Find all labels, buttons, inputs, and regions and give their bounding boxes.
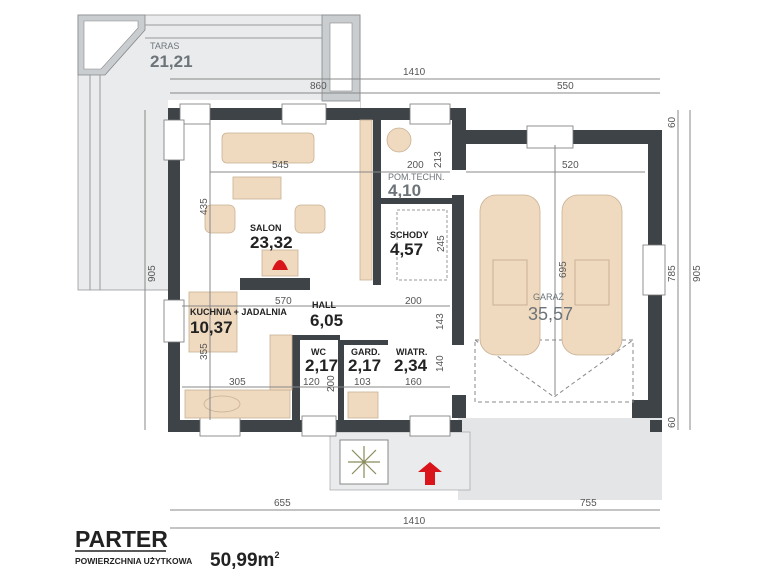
window <box>526 125 574 149</box>
room-area-taras: 21,21 <box>150 52 193 71</box>
window <box>163 119 185 161</box>
dim-pom-width: 200 <box>407 160 424 171</box>
dimension-lines <box>144 78 691 529</box>
dim-top-total: 1410 <box>403 67 426 78</box>
plan-title: PARTER <box>75 526 168 552</box>
dimension-labels: 1410 860 550 545 200 213 435 245 520 695… <box>147 67 703 527</box>
area-value: 50,99m2 <box>210 550 279 571</box>
dim-top-left: 860 <box>310 81 327 92</box>
dim-wc-depth: 200 <box>326 375 337 392</box>
window <box>642 244 666 296</box>
room-name-garaz: GARAŻ <box>533 292 565 302</box>
dim-bottom-right: 755 <box>580 498 597 509</box>
dim-top-right: 550 <box>557 81 574 92</box>
window <box>281 103 327 125</box>
dim-kitchen-depth: 355 <box>199 343 210 360</box>
dim-garage-width: 520 <box>562 160 579 171</box>
driveway <box>458 418 662 500</box>
dim-pom-depth: 213 <box>433 151 444 168</box>
dim-right-top: 60 <box>667 116 678 128</box>
room-area-salon: 23,32 <box>250 233 293 252</box>
furniture <box>184 119 634 419</box>
dim-wiatr-depth: 140 <box>435 355 446 372</box>
room-area-wiatr: 2,34 <box>394 356 428 375</box>
window <box>179 103 211 125</box>
window <box>301 415 337 437</box>
room-name-taras: TARAS <box>150 41 179 51</box>
room-area-pom-techn: 4,10 <box>388 181 421 200</box>
room-name-wc: WC <box>311 347 326 357</box>
car-icon <box>561 194 623 356</box>
room-name-schody: SCHODY <box>390 230 429 240</box>
dim-hall-left: 570 <box>275 296 292 307</box>
area-label: POWIERZCHNIA UŻYTKOWA <box>75 556 192 566</box>
dim-hall-depth: 143 <box>435 313 446 330</box>
room-area-wc: 2,17 <box>305 356 338 375</box>
room-area-schody: 4,57 <box>390 240 423 259</box>
dim-gard-width: 103 <box>354 377 371 388</box>
window <box>199 415 241 437</box>
window <box>409 103 451 125</box>
dim-bottom-total: 1410 <box>403 516 426 527</box>
dim-left-total: 905 <box>147 265 158 282</box>
room-area-gard: 2,17 <box>348 356 381 375</box>
room-area-garaz: 35,57 <box>528 304 573 324</box>
window <box>409 415 451 437</box>
dim-salon-depth: 435 <box>199 198 210 215</box>
dim-kitchen-width: 305 <box>229 377 246 388</box>
room-area-kuchnia: 10,37 <box>190 318 233 337</box>
room-name-salon: SALON <box>250 223 282 233</box>
room-area-hall: 6,05 <box>310 311 343 330</box>
dim-salon-width: 545 <box>272 160 289 171</box>
dim-bottom-left: 655 <box>274 498 291 509</box>
dim-right-mid: 785 <box>667 265 678 282</box>
dim-stairs-depth: 245 <box>436 235 447 252</box>
dim-hall-right: 200 <box>405 296 422 307</box>
dim-right-bottom: 60 <box>667 416 678 428</box>
entrance-arrow-icon <box>418 462 442 485</box>
car-icon <box>479 194 541 356</box>
window <box>163 299 185 343</box>
room-name-pom-techn: POM.TECHN. <box>388 172 445 182</box>
room-name-wiatr: WIATR. <box>396 347 427 357</box>
dim-wiatr-width: 160 <box>405 377 422 388</box>
dim-garage-depth: 695 <box>558 261 569 278</box>
room-name-kuchnia: KUCHNIA + JADALNIA <box>190 307 287 317</box>
dim-wc-width: 120 <box>303 377 320 388</box>
room-name-hall: HALL <box>312 300 336 310</box>
dim-right-total: 905 <box>692 265 703 282</box>
room-name-gard: GARD. <box>351 347 380 357</box>
